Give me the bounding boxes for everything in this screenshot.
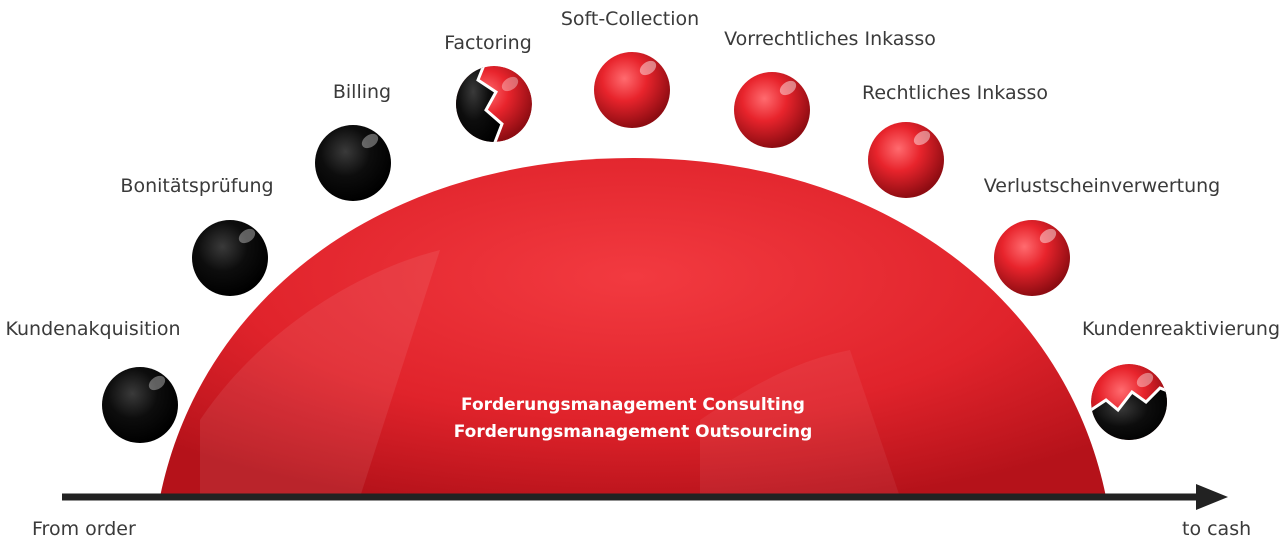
axis-start-label: From order <box>32 518 136 540</box>
stage-ball-soft-collection <box>594 52 670 128</box>
stage-label-bonitaetspruefung: Bonitätsprüfung <box>120 175 274 197</box>
stage-ball-verlustscheinverwertung <box>994 220 1070 296</box>
stage-ball-bonitaetspruefung <box>192 220 268 296</box>
stage-ball-rechtliches-inkasso <box>868 122 944 198</box>
dome-title-consulting: Forderungsmanagement Consulting <box>461 395 805 415</box>
stage-label-billing: Billing <box>332 81 392 103</box>
stage-label-factoring: Factoring <box>444 32 532 54</box>
stage-ball-billing <box>315 125 391 201</box>
timeline-arrow <box>62 484 1228 510</box>
dome-title-outsourcing: Forderungsmanagement Outsourcing <box>453 422 813 442</box>
stage-ball-factoring <box>456 66 532 142</box>
stage-label-kundenreaktivierung: Kundenreaktivierung <box>1081 318 1281 340</box>
stage-label-kundenakquisition: Kundenakquisition <box>5 318 181 340</box>
stage-label-rechtliches-inkasso: Rechtliches Inkasso <box>861 82 1049 104</box>
dome <box>160 158 1106 497</box>
stage-ball-kundenakquisition <box>102 367 178 443</box>
stage-label-soft-collection: Soft-Collection <box>560 8 700 30</box>
stage-ball-vorrechtliches-inkasso <box>734 72 810 148</box>
stage-label-vorrechtliches-inkasso: Vorrechtliches Inkasso <box>724 28 936 50</box>
stage-label-verlustscheinverwertung: Verlustscheinverwertung <box>983 175 1221 197</box>
stage-ball-kundenreaktivierung <box>1091 364 1167 440</box>
axis-end-label: to cash <box>1182 518 1252 540</box>
